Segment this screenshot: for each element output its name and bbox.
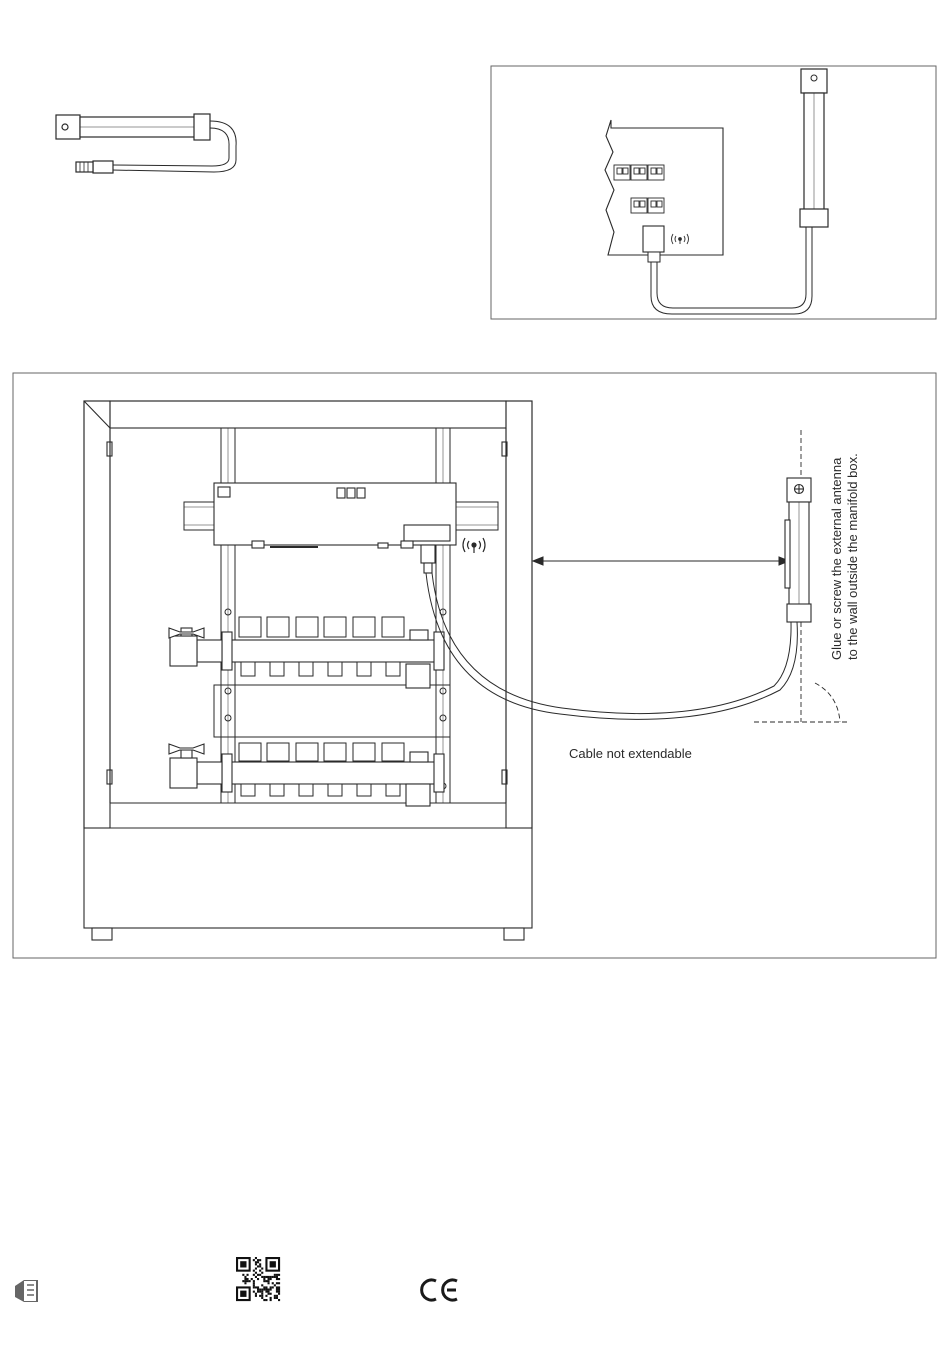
connection-detail-inset	[491, 66, 936, 319]
footer	[15, 1257, 457, 1302]
external-antenna-wall-mounted	[785, 478, 811, 622]
mount-instruction-line2: to the wall outside the manifold box.	[845, 453, 860, 660]
manifold-installation-illustration: Cable not extendable Glue or screw the e…	[13, 373, 936, 958]
cable-note-label: Cable not extendable	[569, 746, 692, 761]
qr-code	[236, 1257, 280, 1301]
ce-mark	[422, 1280, 457, 1300]
mount-instruction-line1: Glue or screw the external antenna	[829, 457, 844, 660]
manual-book-icon	[15, 1280, 38, 1302]
antenna-standalone-illustration	[56, 114, 236, 173]
